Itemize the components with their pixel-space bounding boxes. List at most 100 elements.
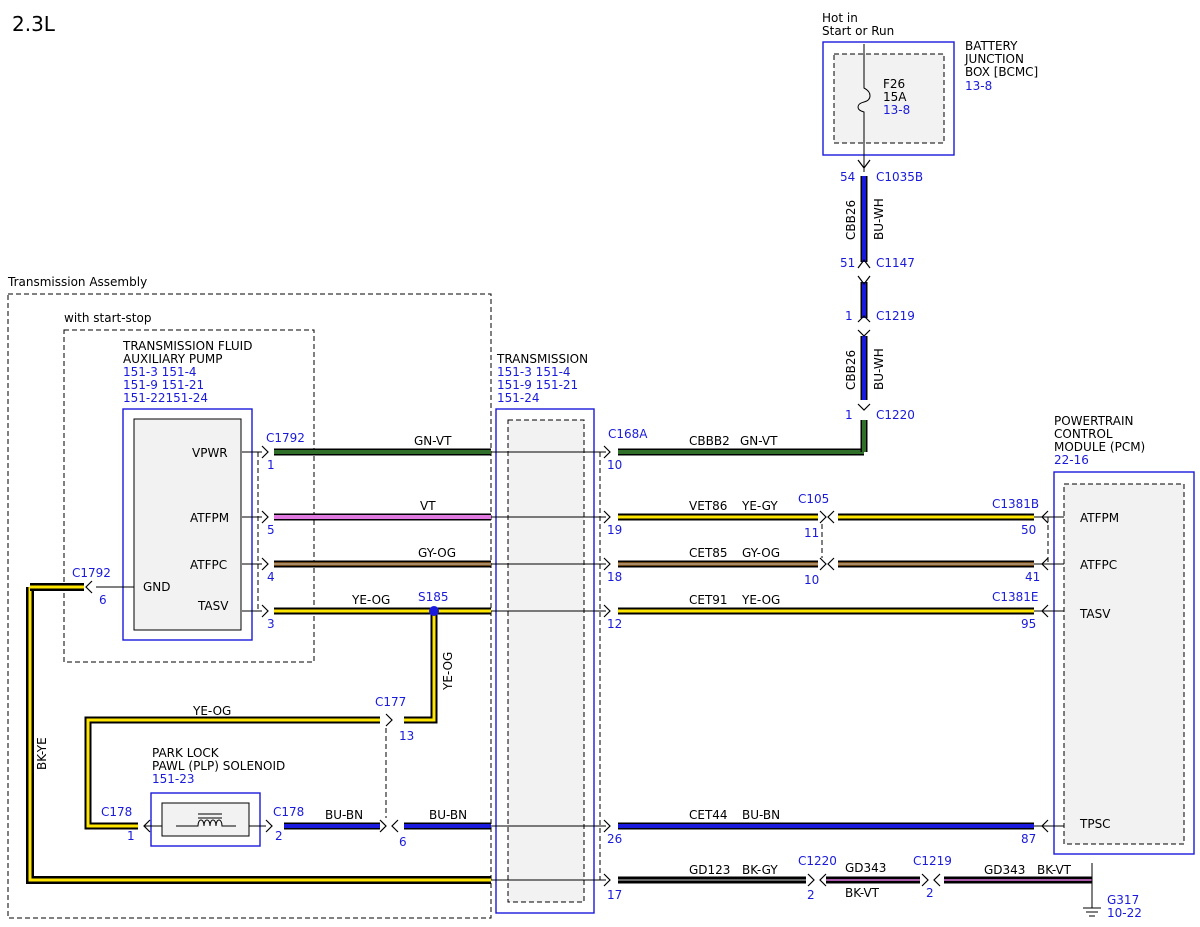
- conn-c178-right: C178: [273, 805, 304, 819]
- wire-atfpc: 4 GY-OG 18 CET85 GY-OG 10 41: [242, 524, 1064, 587]
- conn-c1147: C1147: [876, 256, 915, 270]
- conn-c1792-gnd: C1792: [72, 566, 111, 580]
- pin-11: 11: [804, 526, 819, 540]
- wire-tasv: 3 YE-OG S185 12 CET91 YE-OG C1381E 95 YE…: [84, 590, 1064, 843]
- pin-2-c1219: 2: [926, 886, 934, 900]
- engine-label: 2.3L: [12, 12, 56, 36]
- pump-label-1: TRANSMISSION FLUID: [122, 339, 252, 353]
- wire-bkye: C1792 6 BK-YE: [26, 566, 491, 884]
- conn-c1381b: C1381B: [992, 497, 1039, 511]
- aux-pump: TRANSMISSION FLUID AUXILIARY PUMP 151-3 …: [122, 339, 253, 641]
- wire-gyog-label-1: GY-OG: [418, 546, 456, 560]
- conn-c1220-top: C1220: [876, 408, 915, 422]
- wire-bubn-label-1: BU-BN: [325, 808, 363, 822]
- pin-19: 19: [607, 523, 622, 537]
- wire-bkye-label: BK-YE: [35, 737, 49, 770]
- bjb-label-1: BATTERY: [965, 39, 1018, 53]
- conn-c1220-bottom: C1220: [798, 854, 837, 868]
- pin-2-c178: 2: [275, 829, 283, 843]
- wire-yeog-label-1: YE-OG: [351, 593, 390, 607]
- plp-solenoid: PARK LOCK PAWL (PLP) SOLENOID 151-23: [150, 746, 285, 847]
- trans-assy-label: Transmission Assembly: [7, 275, 147, 289]
- wire-gyog-label-2: GY-OG: [742, 546, 780, 560]
- pcm-label-1: POWERTRAIN: [1054, 414, 1134, 428]
- wire-buwh-label-1: BU-WH: [872, 198, 886, 240]
- trans-ref-1: 151-3 151-4: [497, 365, 571, 379]
- pin-17: 17: [607, 888, 622, 902]
- wire-buwh-label-2: BU-WH: [872, 348, 886, 390]
- transmission: TRANSMISSION 151-3 151-4 151-9 151-21 15…: [495, 352, 595, 914]
- pin-10-c168a: 10: [607, 458, 622, 472]
- wire-bkvt-label-2: BK-VT: [1037, 863, 1072, 877]
- splice-s185: [429, 606, 439, 616]
- pin-4: 4: [267, 570, 275, 584]
- pin-6-gnd: 6: [99, 593, 107, 607]
- wire-gd343-label-2: GD343: [984, 863, 1025, 877]
- conn-c1792-vpwr: C1792: [266, 431, 305, 445]
- fuse-name: F26: [883, 77, 905, 91]
- wire-atfpm: 5 VT 19 VET86 YE-GY C105 11 C1381B 50: [242, 492, 1064, 540]
- wire-cbbb2-label: CBBB2: [689, 434, 730, 448]
- wire-gnvt-label-1: GN-VT: [414, 434, 452, 448]
- pin-2-c1220: 2: [807, 888, 815, 902]
- pin-atfpm-pcm: ATFPM: [1080, 511, 1119, 525]
- battery-junction-box: Hot in Start or Run BATTERY JUNCTION BOX…: [822, 11, 1038, 172]
- pin-atfpc-pcm: ATFPC: [1080, 558, 1117, 572]
- pin-51: 51: [840, 256, 855, 270]
- pcm-ref: 22-16: [1054, 453, 1089, 467]
- fuse-amp: 15A: [883, 90, 907, 104]
- pin-12: 12: [607, 617, 622, 631]
- wire-cbb26: 54 C1035B 51 C1147 1 C1219 1 C1220 CBB26…: [840, 170, 923, 422]
- wire-yeog-label-4: YE-OG: [192, 704, 231, 718]
- pin-tasv-pump: TASV: [197, 599, 229, 613]
- pin-3: 3: [267, 617, 275, 631]
- bjb-ref: 13-8: [965, 79, 992, 93]
- pump-ref-2: 151-9 151-21: [123, 378, 204, 392]
- pin-atfpm-pump: ATFPM: [190, 511, 229, 525]
- pin-10-c105: 10: [804, 573, 819, 587]
- pin-tpsc-pcm: TPSC: [1079, 817, 1111, 831]
- trans-label: TRANSMISSION: [496, 352, 588, 366]
- bjb-label-3: BOX [BCMC]: [965, 65, 1038, 79]
- conn-g317: G317: [1107, 893, 1139, 907]
- wire-cbb26-label-2: CBB26: [844, 350, 858, 390]
- trans-ref-2: 151-9 151-21: [497, 378, 578, 392]
- plp-ref: 151-23: [152, 772, 195, 786]
- trans-ref-3: 151-24: [497, 391, 540, 405]
- pin-54: 54: [840, 170, 855, 184]
- pin-18: 18: [607, 570, 622, 584]
- pin-26: 26: [607, 832, 622, 846]
- wire-bkgy-label: BK-GY: [742, 863, 778, 877]
- conn-c105: C105: [798, 492, 829, 506]
- pump-label-2: AUXILIARY PUMP: [123, 352, 223, 366]
- wire-gnvt: C1792 1 GN-VT C168A 10 CBBB2 GN-VT: [242, 420, 868, 472]
- conn-s185: S185: [418, 590, 449, 604]
- pin-6-c177: 6: [399, 835, 407, 849]
- start-stop-boundary: [63, 329, 315, 663]
- conn-c1219-top: C1219: [876, 309, 915, 323]
- pin-87: 87: [1021, 832, 1036, 846]
- plp-label-1: PARK LOCK: [152, 746, 220, 760]
- conn-c1219-bottom: C1219: [913, 854, 952, 868]
- trans-assy-boundary: [7, 293, 492, 919]
- pin-50: 50: [1021, 523, 1036, 537]
- wire-yeog-label-3: YE-OG: [441, 652, 455, 691]
- pin-95: 95: [1021, 617, 1036, 631]
- pin-1-c1219: 1: [845, 309, 853, 323]
- pcm: POWERTRAIN CONTROL MODULE (PCM) 22-16 AT…: [1053, 414, 1195, 855]
- conn-g317-ref: 10-22: [1107, 906, 1142, 920]
- conn-c177: C177: [375, 695, 406, 709]
- pin-1-c1220: 1: [845, 408, 853, 422]
- wire-bubn-label-2: BU-BN: [429, 808, 467, 822]
- hot-label-1: Hot in: [822, 11, 858, 25]
- pin-41: 41: [1025, 570, 1040, 584]
- pump-ref-1: 151-3 151-4: [123, 365, 197, 379]
- conn-c1035b: C1035B: [876, 170, 923, 184]
- conn-c178-left: C178: [101, 805, 132, 819]
- wire-gnvt-label-2: GN-VT: [740, 434, 778, 448]
- wire-cbb26-label-1: CBB26: [844, 200, 858, 240]
- wire-bubn-label-3: BU-BN: [742, 808, 780, 822]
- wire-yeog-label-2: YE-OG: [741, 593, 780, 607]
- wire-cet44-label: CET44: [689, 808, 728, 822]
